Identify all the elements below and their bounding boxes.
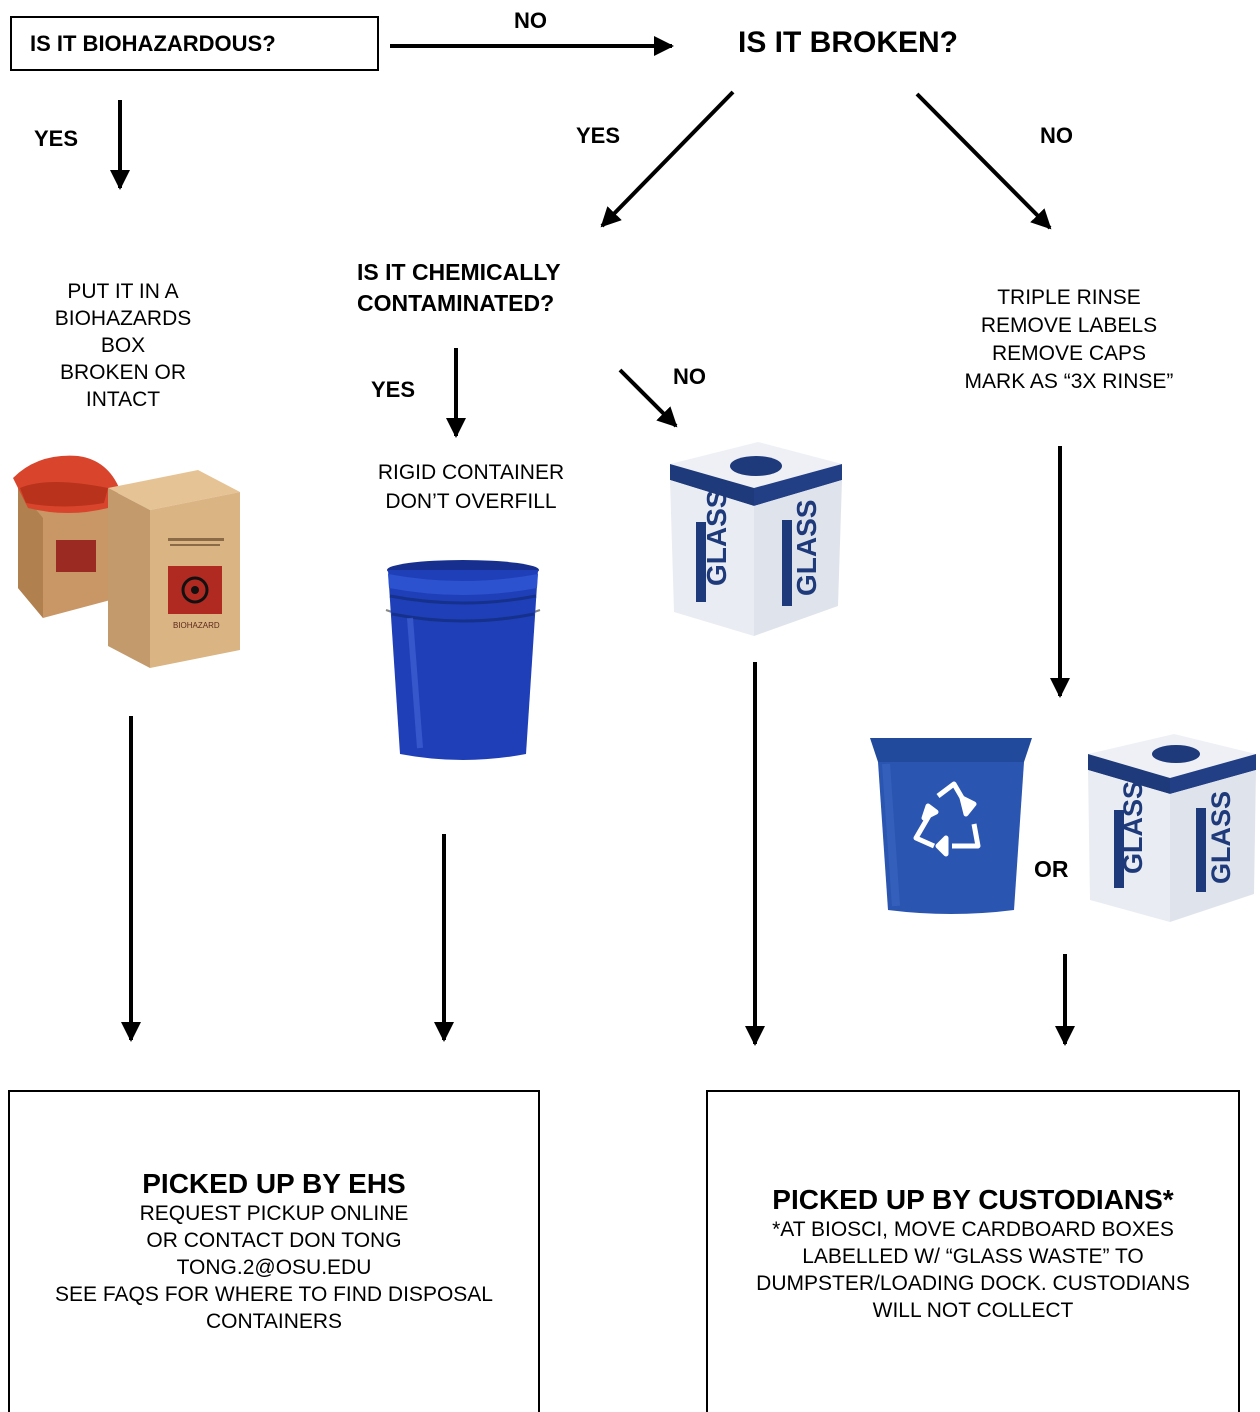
edge-label-broken-no: NO	[1040, 123, 1073, 148]
edge-label-chem-yes: YES	[371, 377, 416, 402]
outcome-ehs-title: PICKED UP BY EHS	[142, 1168, 406, 1199]
biohazard-box-label: BIOHAZARD	[173, 621, 220, 630]
outcome-custodians-title: PICKED UP BY CUSTODIANS*	[772, 1184, 1174, 1215]
glass-box-label: GLASS	[791, 500, 822, 596]
instruction-line: PUT IT IN A	[67, 280, 179, 303]
edge-label-chem-no: NO	[673, 364, 706, 389]
outcome-ehs-line: SEE FAQS FOR WHERE TO FIND DISPOSAL	[55, 1283, 493, 1306]
arrow-chem-no	[618, 368, 678, 428]
instruction-line: TRIPLE RINSE	[997, 286, 1141, 309]
blue-bucket-image	[385, 560, 541, 760]
question-biohazardous: IS IT BIOHAZARDOUS?	[10, 16, 379, 71]
edge-label-broken-yes: YES	[576, 123, 621, 148]
edge-label-bio-no: NO	[514, 8, 547, 33]
instruction-chemical: RIGID CONTAINER DON’T OVERFILL	[348, 458, 594, 516]
glass-disposal-box-image: GLASS GLASS	[670, 442, 842, 636]
glass-disposal-box-image-2: GLASS GLASS	[1088, 734, 1256, 922]
outcome-custodians-line: LABELLED W/ “GLASS WASTE” TO	[802, 1245, 1144, 1268]
outcome-custodians-line: *AT BIOSCI, MOVE CARDBOARD BOXES	[772, 1218, 1174, 1241]
outcome-ehs-line: CONTAINERS	[205, 1310, 343, 1333]
instruction-line: MARK AS “3X RINSE”	[964, 370, 1174, 393]
instruction-line: BIOHAZARDS	[54, 307, 192, 330]
instruction-line: REMOVE LABELS	[980, 314, 1158, 337]
outcome-ehs-line: REQUEST PICKUP ONLINE	[139, 1202, 409, 1225]
outcome-custodians-line: WILL NOT COLLECT	[872, 1299, 1074, 1322]
glass-box-label: GLASS	[1118, 781, 1148, 874]
question-chem-line-2: CONTAMINATED?	[357, 290, 555, 316]
glass-box-label: GLASS	[1206, 791, 1236, 884]
outcome-ehs-line: OR CONTACT DON TONG	[146, 1229, 402, 1252]
question-chem-line-1: IS IT CHEMICALLY	[357, 259, 561, 285]
instruction-line: INTACT	[85, 388, 161, 411]
instruction-line: BOX	[100, 334, 146, 357]
recycle-icon	[913, 781, 981, 857]
outcome-ehs-email: TONG.2@OSU.EDU	[176, 1256, 372, 1279]
arrow-broken-no	[915, 92, 1052, 230]
instruction-line: BROKEN OR	[59, 361, 187, 384]
outcome-custodians-line: DUMPSTER/LOADING DOCK. CUSTODIANS	[756, 1272, 1190, 1295]
biohazard-box-image: BIOHAZARD	[13, 455, 240, 668]
question-broken: IS IT BROKEN?	[738, 26, 959, 59]
arrow-broken-yes	[600, 90, 735, 228]
instruction-line: DON’T OVERFILL	[385, 490, 557, 513]
instruction-biohazard: PUT IT IN A BIOHAZARDS BOX BROKEN OR INT…	[20, 278, 226, 413]
question-chemically-contaminated: IS IT CHEMICALLY CONTAMINATED?	[357, 257, 561, 319]
instruction-not-broken: TRIPLE RINSE REMOVE LABELS REMOVE CAPS M…	[930, 284, 1208, 396]
instruction-line: RIGID CONTAINER	[377, 461, 565, 484]
glass-box-label: GLASS	[701, 490, 732, 586]
outcome-custodians-box: PICKED UP BY CUSTODIANS* *AT BIOSCI, MOV…	[706, 1090, 1240, 1412]
edge-label-bio-yes: YES	[34, 126, 79, 151]
edge-label-or: OR	[1034, 856, 1069, 882]
recycling-bin-image	[870, 738, 1032, 914]
outcome-ehs-box: PICKED UP BY EHS REQUEST PICKUP ONLINE O…	[8, 1090, 540, 1412]
instruction-line: REMOVE CAPS	[991, 342, 1147, 365]
